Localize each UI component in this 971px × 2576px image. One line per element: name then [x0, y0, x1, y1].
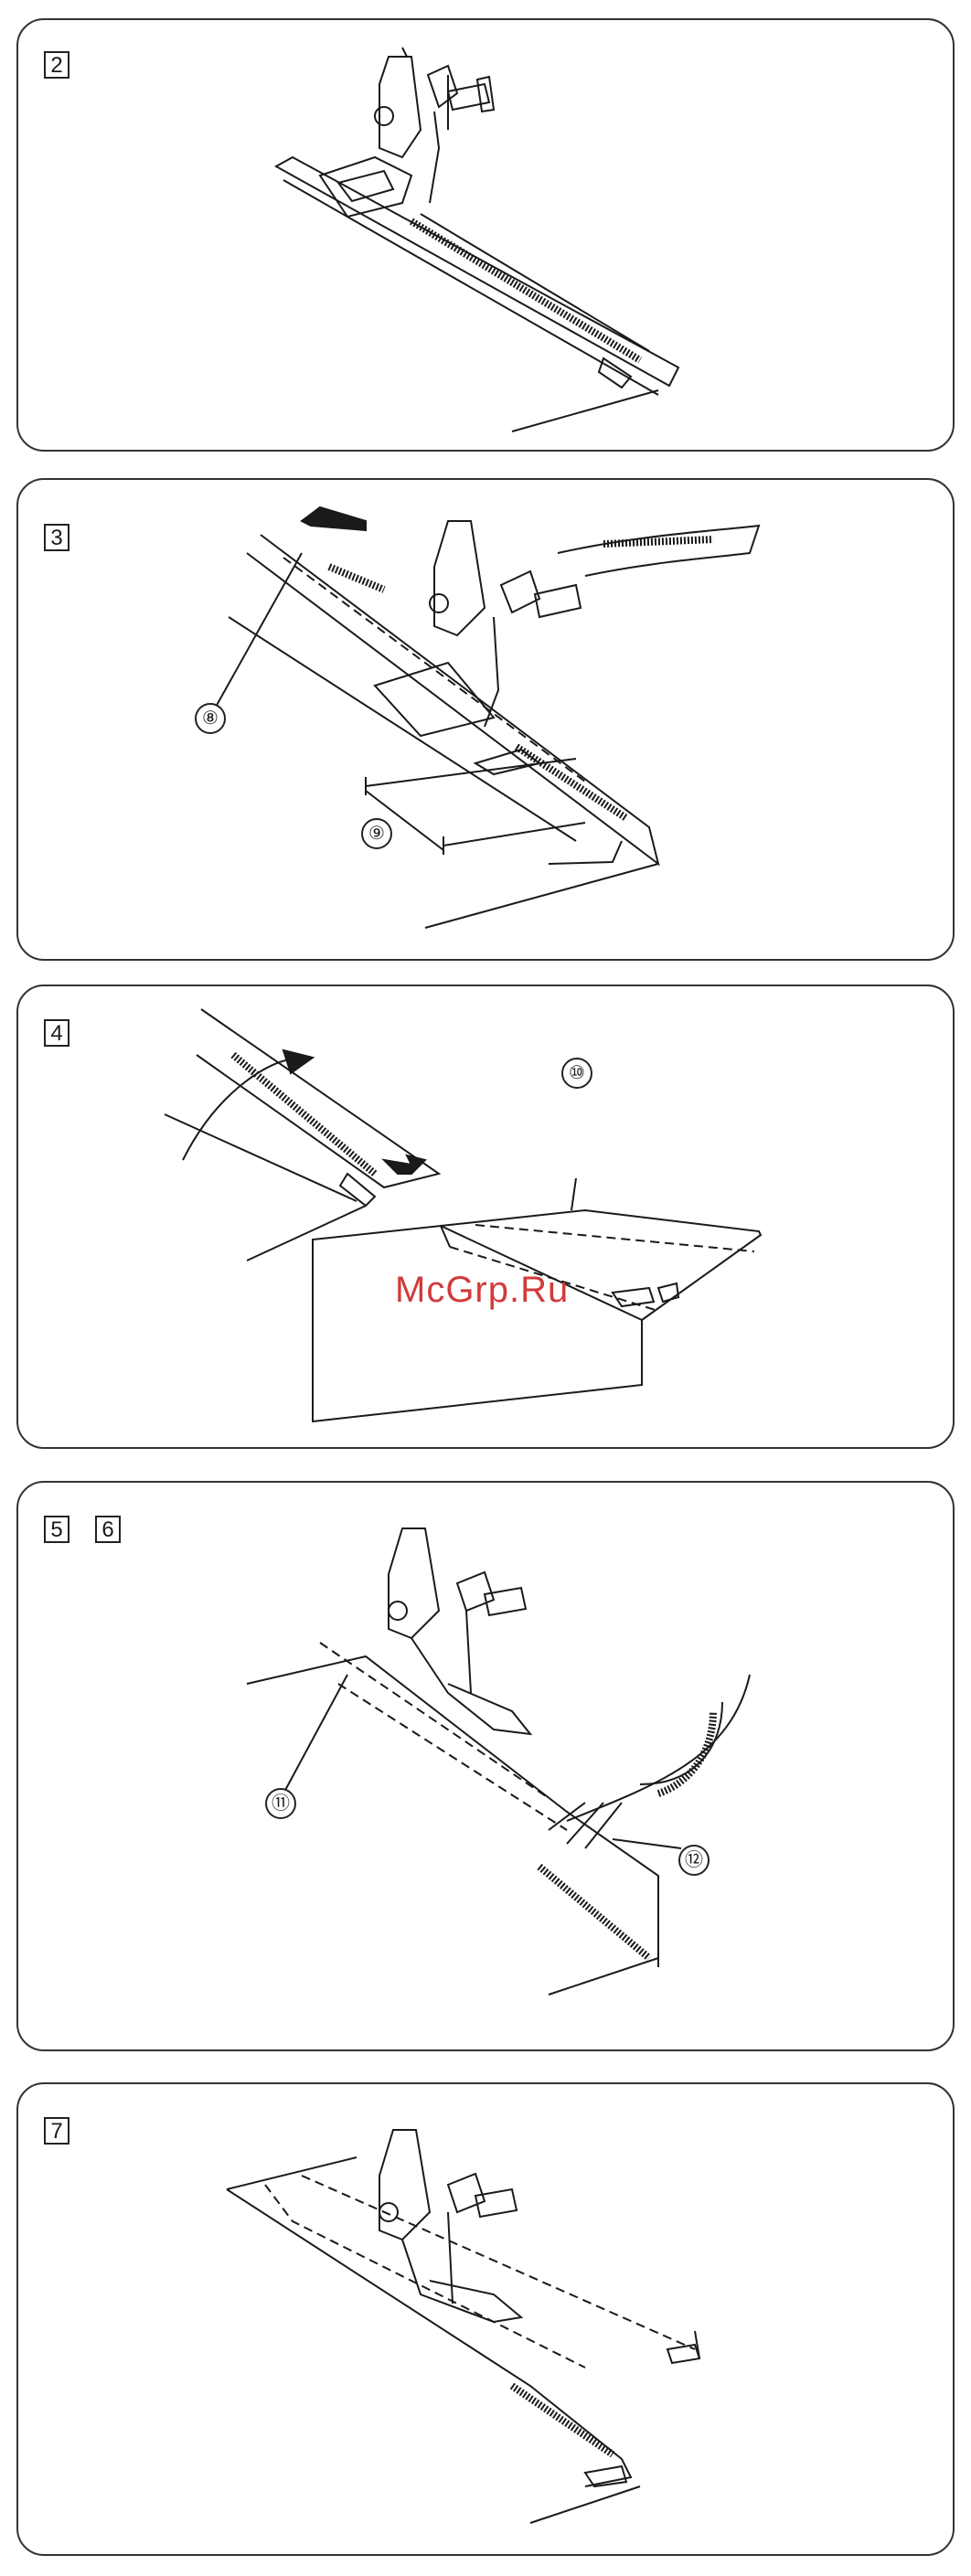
step-5-6-panel: 5 6 ⑪ ⑫	[16, 1481, 955, 2051]
callout-8: ⑧	[195, 703, 226, 734]
zipper-slider-stitching-illustration	[18, 480, 955, 961]
callout-10: ⑩	[561, 1058, 592, 1089]
zipper-sewing-curve-illustration	[18, 1483, 955, 2051]
step-4-panel: 4 ⑩	[16, 985, 955, 1449]
callout-11: ⑪	[265, 1788, 296, 1819]
zipper-open-fabric-layout-illustration	[18, 986, 955, 1449]
watermark-text: McGrp.Ru	[395, 1270, 569, 1311]
callout-12: ⑫	[678, 1845, 710, 1876]
presser-foot-zipper-illustration	[18, 20, 955, 452]
step-3-panel: 3	[16, 478, 955, 961]
callout-9: ⑨	[361, 818, 392, 849]
step-2-panel: 2	[16, 18, 955, 452]
step-7-panel: 7	[16, 2082, 955, 2556]
zipper-final-stitching-illustration	[18, 2084, 955, 2556]
